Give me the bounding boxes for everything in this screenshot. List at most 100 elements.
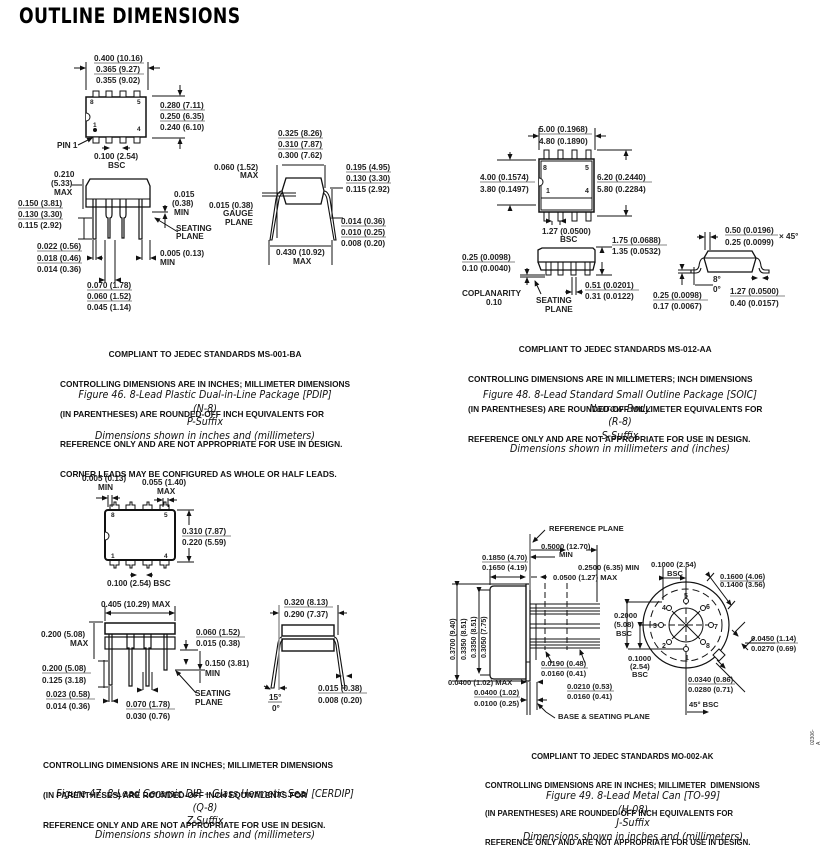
dim-label: 0.150 (3.81) bbox=[18, 199, 62, 208]
note-line: CORNER LEADS MAY BE CONFIGURED AS WHOLE … bbox=[60, 469, 337, 479]
note-line: CONTROLLING DIMENSIONS ARE IN INCHES; MI… bbox=[60, 379, 351, 389]
dim-label: MIN bbox=[160, 258, 175, 267]
caption-line: S-Suffix bbox=[601, 429, 639, 442]
dim-label: 4.00 (0.1574) bbox=[480, 173, 529, 182]
caption-line: Z-Suffix bbox=[186, 815, 224, 827]
page-title: OUTLINE DIMENSIONS bbox=[19, 4, 241, 28]
figure-46-caption: Figure 46. 8-Lead Plastic Dual-in-Line P… bbox=[48, 389, 363, 443]
caption-line: Figure 49. 8-Lead Metal Can [TO-99] bbox=[545, 790, 721, 802]
dim-label: 0.010 (0.25) bbox=[341, 228, 385, 237]
dim-label: 45° BSC bbox=[689, 700, 719, 709]
dim-label: 0.1600 (4.06) bbox=[720, 572, 766, 581]
fig46-notes: COMPLIANT TO JEDEC STANDARDS MS-001-BA C… bbox=[60, 329, 350, 489]
dim-label: BSC bbox=[560, 235, 577, 244]
dim-label: 0.130 (3.30) bbox=[18, 210, 62, 219]
dim-label: 0.430 (10.92) bbox=[276, 248, 325, 257]
soic-side-view bbox=[520, 246, 612, 295]
dim-label: MIN bbox=[205, 669, 220, 678]
dim-label: 0.5000 (12.70) bbox=[541, 542, 591, 551]
dim-label: BASE & SEATING PLANE bbox=[558, 712, 650, 721]
dim-label: 0.0400 (1.02) bbox=[474, 688, 520, 697]
caption-line: (R-8) bbox=[608, 416, 632, 428]
dim-label: 0.015 bbox=[174, 190, 195, 199]
note-line: REFERENCE ONLY AND ARE NOT APPROPRIATE F… bbox=[468, 434, 751, 444]
pin-number: 8 bbox=[543, 165, 547, 172]
dim-label: 0.060 (1.52) bbox=[87, 292, 131, 301]
dim-label: 0.280 (7.11) bbox=[160, 101, 204, 110]
dim-label: PLANE bbox=[176, 232, 204, 241]
dim-label: (5.08) bbox=[614, 620, 634, 629]
dim-label: PLANE bbox=[195, 698, 223, 707]
dim-label: 0.250 (6.35) bbox=[160, 112, 204, 121]
note-line: (IN PARENTHESES) ARE ROUNDED-OFF INCH EQ… bbox=[60, 409, 324, 419]
dim-label: 0.3350 (8.51) bbox=[461, 618, 468, 660]
dim-label: 5.00 (0.1968) bbox=[539, 125, 588, 134]
dim-label: MIN bbox=[98, 483, 113, 492]
pin-number: 8 bbox=[111, 512, 115, 519]
to99-side-view bbox=[452, 529, 600, 719]
dim-label: 0.2500 (6.35) MIN bbox=[578, 563, 639, 572]
dim-label: PLANE bbox=[225, 218, 253, 227]
dim-label: (5.33) bbox=[51, 179, 73, 188]
dim-label: REFERENCE PLANE bbox=[549, 524, 624, 533]
dim-label: SEATING bbox=[176, 224, 212, 233]
dim-label: 0.210 bbox=[54, 170, 75, 179]
fig48-notes: COMPLIANT TO JEDEC STANDARDS MS-012-AA C… bbox=[468, 324, 762, 454]
dimension-labels: 0.400 (10.16) 0.365 (9.27) 0.355 (9.02) … bbox=[18, 54, 798, 721]
dim-label: 0.40 (0.0157) bbox=[730, 299, 779, 308]
dim-label: 0.355 (9.02) bbox=[96, 76, 140, 85]
dim-label: 0.1850 (4.70) bbox=[482, 553, 528, 562]
pin-number: 1 bbox=[685, 655, 689, 662]
dim-label: 0.25 (0.0099) bbox=[725, 238, 774, 247]
doc-tag: 02306-A bbox=[810, 729, 822, 745]
dim-label: 0° bbox=[713, 285, 721, 294]
dim-label: 0.014 (0.36) bbox=[341, 217, 385, 226]
dim-label: 0.023 (0.58) bbox=[46, 690, 90, 699]
dim-label: 0.17 (0.0067) bbox=[653, 302, 702, 311]
dim-label: × 45° bbox=[779, 232, 798, 241]
dim-label: 0.115 (2.92) bbox=[18, 221, 62, 230]
figure-49-caption: Figure 49. 8-Lead Metal Can [TO-99] (H-0… bbox=[476, 790, 791, 844]
dim-label: 0.0160 (0.41) bbox=[567, 692, 613, 701]
dim-label: 0° bbox=[272, 704, 280, 713]
dim-label: 0.3050 (7.75) bbox=[481, 616, 488, 658]
dim-label: 0.195 (4.95) bbox=[346, 163, 390, 172]
dim-label: 0.2000 bbox=[614, 611, 637, 620]
dim-label: 0.300 (7.62) bbox=[278, 151, 322, 160]
jedec-note: COMPLIANT TO JEDEC STANDARDS MO-002-AK bbox=[531, 752, 714, 761]
dim-label: 0.0270 (0.69) bbox=[751, 644, 797, 653]
dim-label: 0.1650 (4.19) bbox=[482, 563, 528, 572]
fig47-notes: CONTROLLING DIMENSIONS ARE IN INCHES; MI… bbox=[43, 740, 333, 840]
pdip-end-view bbox=[262, 164, 343, 265]
dim-label: 0.240 (6.10) bbox=[160, 123, 204, 132]
dim-label: 8° bbox=[713, 275, 721, 284]
cerdip-top-view bbox=[96, 495, 194, 578]
dim-label: 0.060 (1.52) bbox=[196, 628, 240, 637]
note-line: REFERENCE ONLY AND ARE NOT APPROPRIATE F… bbox=[60, 439, 343, 449]
dim-label: 15° bbox=[269, 693, 281, 702]
dim-label: 0.018 (0.46) bbox=[37, 254, 81, 263]
dim-label: 0.0190 (0.48) bbox=[541, 659, 587, 668]
dim-label: 0.014 (0.36) bbox=[37, 265, 81, 274]
dim-label: (0.38) bbox=[172, 199, 194, 208]
pin-number: 8 bbox=[90, 99, 94, 106]
caption-line: Dimensions shown in inches and (millimet… bbox=[95, 828, 315, 841]
note-line: CONTROLLING DIMENSIONS ARE IN MILLIMETER… bbox=[468, 374, 753, 384]
caption-line: (N-8) bbox=[192, 402, 218, 415]
caption-line: Figure 48. 8-Lead Standard Small Outline… bbox=[482, 389, 758, 401]
dim-label: 0.365 (9.27) bbox=[96, 65, 140, 74]
dim-label: 0.0100 (0.25) bbox=[474, 699, 520, 708]
dim-label: 0.0340 (0.86) bbox=[688, 675, 734, 684]
note-line: REFERENCE ONLY AND ARE NOT APPROPRIATE F… bbox=[43, 820, 326, 830]
dim-label: 0.060 (1.52) bbox=[214, 163, 258, 172]
dim-label: PLANE bbox=[545, 305, 573, 314]
dim-label: 0.015 (0.38) bbox=[318, 684, 362, 693]
dim-label: MIN bbox=[174, 208, 189, 217]
dim-label: (2.54) bbox=[630, 662, 650, 671]
dim-label: 0.310 (7.87) bbox=[278, 140, 322, 149]
dim-label: 0.015 (0.38) bbox=[196, 639, 240, 648]
pin-number: 5 bbox=[684, 593, 688, 600]
dim-label: 6.20 (0.2440) bbox=[597, 173, 646, 182]
dim-label: 0.022 (0.56) bbox=[37, 242, 81, 251]
